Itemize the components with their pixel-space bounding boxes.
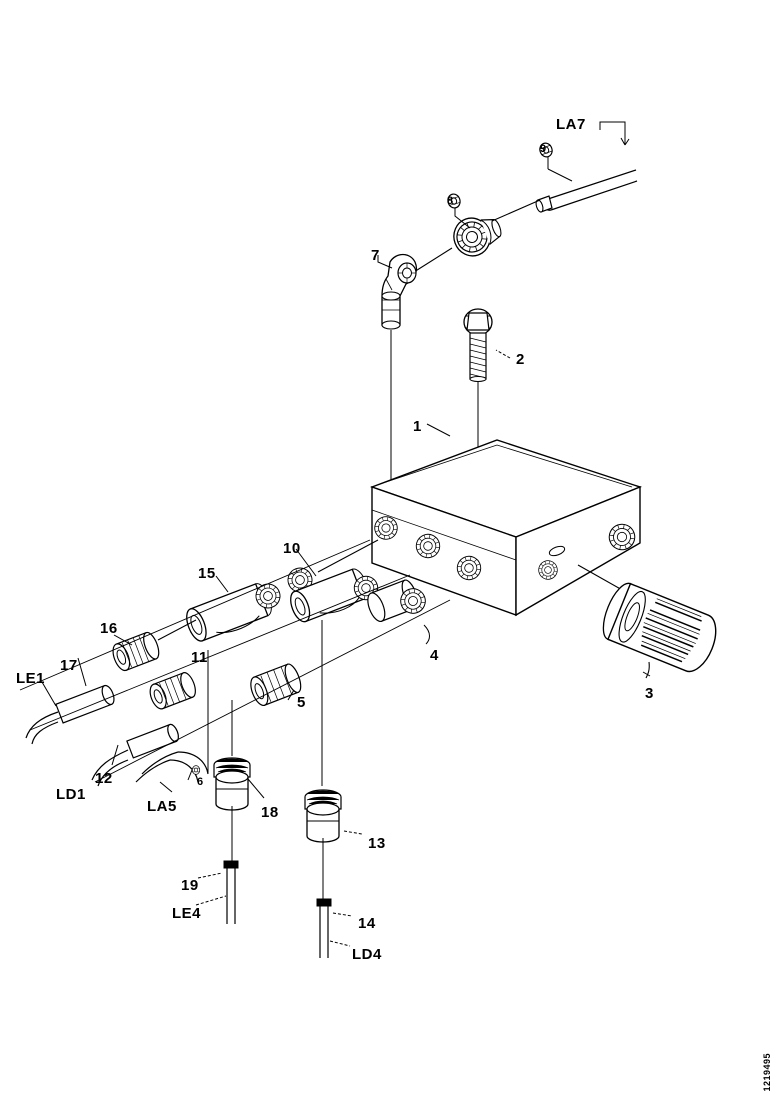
callout-12: 12 (95, 770, 113, 787)
valve-13 (304, 789, 363, 900)
callout-9: 9 (540, 143, 547, 155)
hose-la5 (135, 751, 209, 793)
callout-5: 5 (297, 694, 306, 711)
fitting-5 (250, 663, 302, 706)
callout-11: 11 (191, 649, 208, 666)
callout-14: 14 (358, 915, 376, 932)
elbow-fitting-7 (381, 253, 418, 330)
callout-ld4: LD4 (352, 946, 382, 963)
hose-10-assembly (290, 548, 382, 786)
leader-8 (454, 205, 471, 229)
callout-ld1: LD1 (56, 786, 86, 803)
valve-18 (213, 700, 265, 862)
callout-3: 3 (645, 685, 654, 702)
callout-la5: LA5 (147, 798, 177, 815)
callout-2: 2 (516, 351, 525, 368)
callout-le4: LE4 (172, 905, 202, 922)
callout-17: 17 (60, 657, 78, 674)
seal-ring-6-icon (191, 765, 201, 775)
callout-13: 13 (368, 835, 386, 852)
callout-4: 4 (430, 647, 439, 664)
callout-15: 15 (198, 565, 216, 582)
manifold-block-1 (369, 439, 643, 617)
fitting-16 (112, 619, 197, 672)
callout-16: 16 (100, 620, 118, 637)
callout-6: 6 (197, 776, 204, 788)
callout-8: 8 (447, 195, 454, 207)
callout-la7: LA7 (556, 116, 586, 133)
hose-12-ld1 (91, 723, 179, 787)
callout-18: 18 (261, 804, 279, 821)
fitting-4 (367, 579, 430, 645)
hose-15-assembly (186, 539, 379, 642)
callout-le1: LE1 (16, 670, 46, 687)
leader-7 (377, 255, 393, 269)
callout-7: 7 (371, 247, 380, 264)
pin-19-le4 (195, 860, 239, 924)
axis-line-8-la7 (491, 199, 541, 222)
filter-cartridge-3 (577, 564, 717, 679)
fitting-11 (149, 650, 209, 773)
hose-assembly-la7 (535, 121, 638, 213)
leader-1 (426, 423, 451, 437)
callout-19: 19 (181, 877, 199, 894)
axis-line-7-8 (413, 247, 453, 273)
callout-1: 1 (413, 418, 422, 435)
assembly-axis-lines (19, 539, 451, 783)
leader-2 (495, 349, 511, 359)
bolt-2 (463, 308, 493, 382)
fitting-assembly-8 (452, 217, 502, 257)
pin-14-ld4 (316, 898, 353, 958)
sheet-id-watermark: 1219495 (762, 1053, 772, 1092)
callout-10: 10 (283, 540, 301, 557)
